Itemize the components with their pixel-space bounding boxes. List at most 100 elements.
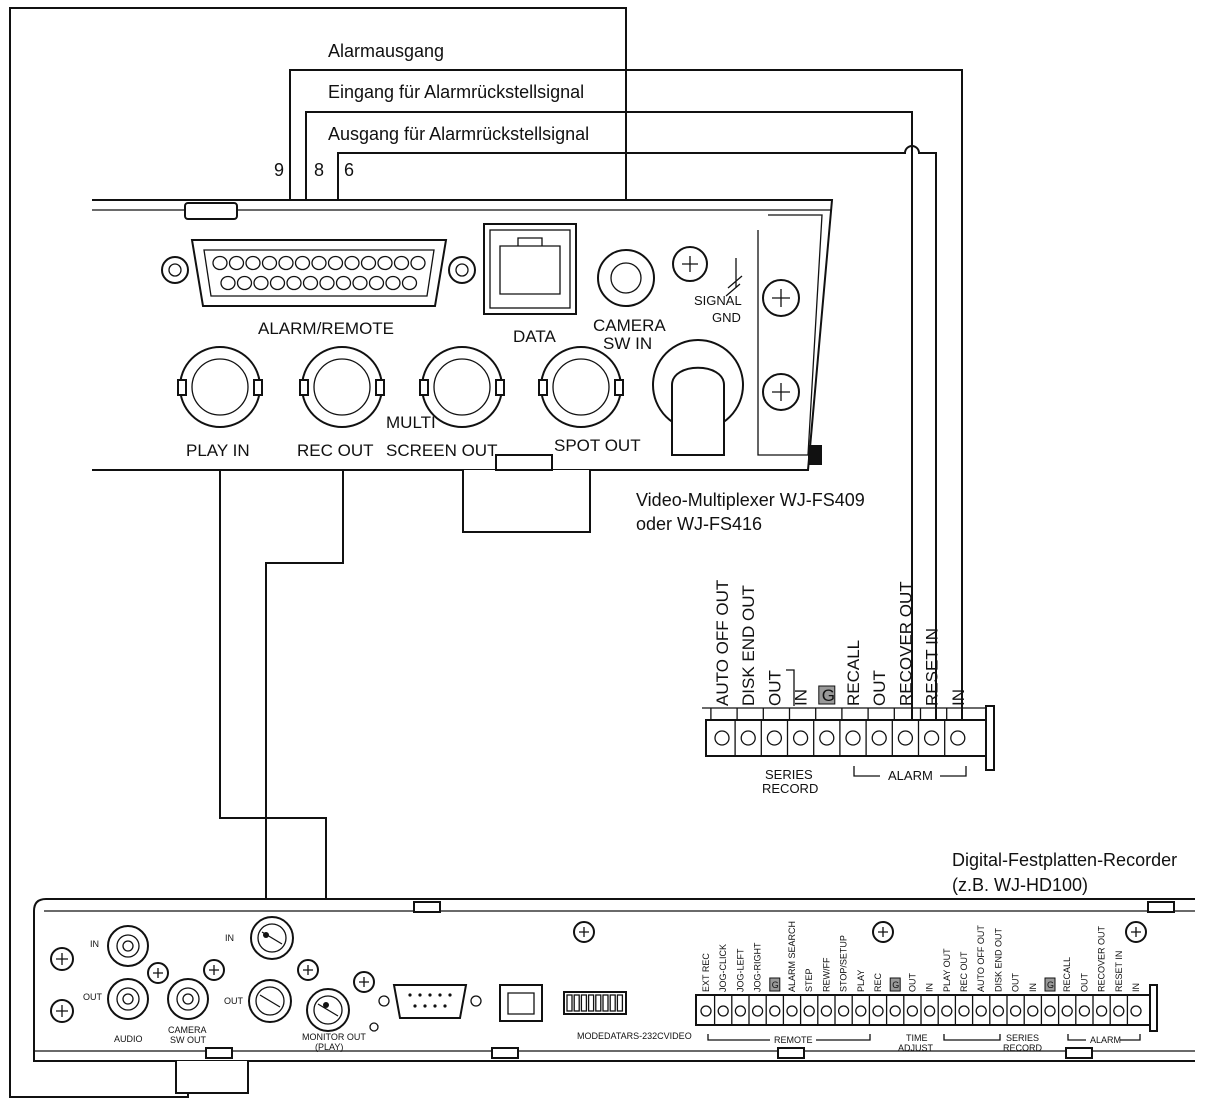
recorder-caption-2: (z.B. WJ-HD100)	[952, 875, 1088, 895]
rec-out-label: REC OUT	[297, 441, 374, 460]
db25-pin	[410, 255, 426, 271]
panel-screw-icon	[872, 921, 894, 943]
db25-pin	[220, 275, 236, 291]
rec-out-bnc[interactable]	[299, 346, 385, 428]
video-in-label: IN	[225, 933, 234, 943]
recorder-terminal-label: RECOVER OUT	[1097, 925, 1107, 992]
spot-out-label: SPOT OUT	[554, 436, 641, 455]
recorder-terminal-screw[interactable]	[958, 1005, 970, 1017]
recorder-terminal-label: EXT REC	[701, 953, 711, 992]
recorder-terminal-screw[interactable]	[837, 1005, 850, 1017]
power-cord-icon	[652, 339, 744, 456]
mode-dip-switch[interactable]	[563, 991, 627, 1015]
db25-pin	[368, 275, 385, 291]
camera-sw-out-jack[interactable]	[167, 978, 209, 1020]
panel-screw-icon	[50, 999, 74, 1023]
video-out-bnc[interactable]	[248, 979, 292, 1023]
audio-in-jack[interactable]	[107, 925, 149, 967]
recorder-terminal-screw[interactable]	[1044, 1005, 1056, 1017]
terminal-screw[interactable]	[871, 730, 887, 746]
panel-screw-icon	[1125, 921, 1147, 943]
terminal-screw[interactable]	[792, 730, 809, 746]
recorder-terminal-label: AUTO OFF OUT	[976, 925, 986, 992]
monitor-out-bnc[interactable]	[306, 988, 350, 1032]
recorder-terminal-screw[interactable]	[751, 1005, 764, 1017]
recorder-terminal-screw[interactable]	[1095, 1005, 1108, 1017]
multiplexer-caption-2: oder WJ-FS416	[636, 514, 762, 534]
recorder-terminal-screw[interactable]	[1130, 1005, 1142, 1017]
recorder-terminal-screw[interactable]	[941, 1005, 953, 1017]
spot-out-bnc[interactable]	[538, 346, 624, 428]
recorder-terminal-screw[interactable]	[1078, 1005, 1091, 1017]
terminal-screw[interactable]	[923, 730, 940, 746]
recorder-terminal-screw[interactable]	[820, 1005, 833, 1017]
rec-alarm-label: ALARM	[1090, 1035, 1121, 1045]
recorder-terminal-label: PLAY OUT	[942, 948, 952, 992]
signal-gnd-screw[interactable]	[672, 246, 743, 297]
alarm-remote-connector[interactable]	[161, 239, 476, 307]
recorder-terminal-screw[interactable]	[734, 1005, 747, 1017]
ground-terminal-marker	[769, 977, 781, 992]
rec-series-1: SERIES	[1006, 1033, 1039, 1043]
recorder-terminal-screw[interactable]	[975, 1005, 987, 1017]
recorder-terminal-screw[interactable]	[803, 1005, 815, 1017]
audio-out-jack[interactable]	[107, 978, 149, 1020]
recorder-terminal-screw[interactable]	[923, 1005, 936, 1017]
rec-time-adjust-1: TIME	[906, 1033, 928, 1043]
recorder-terminal-screw[interactable]	[992, 1005, 1005, 1017]
multi-screen-out-bnc[interactable]	[419, 346, 505, 428]
terminal-screw[interactable]	[714, 730, 730, 746]
db25-pin	[302, 275, 319, 291]
recorder-terminal-screw[interactable]	[1113, 1005, 1125, 1017]
db25-pin	[236, 275, 253, 291]
terminal-screw[interactable]	[819, 730, 835, 746]
recorder-terminal-label: REW/FF	[821, 957, 831, 992]
terminal-label: RECALL	[844, 640, 863, 706]
recorder-terminal-screw[interactable]	[872, 1005, 884, 1017]
ground-terminal-marker	[818, 685, 836, 705]
video-out-label: OUT	[224, 996, 244, 1006]
recorder-terminal-screw[interactable]	[906, 1005, 919, 1017]
recorder-terminal-screw[interactable]	[786, 1005, 798, 1017]
db25-pin	[311, 255, 327, 271]
terminal-label: DISK END OUT	[739, 585, 758, 706]
recorder-terminal-screw[interactable]	[1009, 1005, 1022, 1017]
multi-screen-out-label-2: SCREEN OUT	[386, 441, 497, 460]
video-in-bnc[interactable]	[250, 916, 294, 960]
recorder-terminal-label: G	[772, 980, 779, 990]
rs232c-connector[interactable]	[378, 984, 482, 1019]
db25-pin	[286, 275, 302, 291]
camera-sw-in-jack[interactable]	[597, 249, 655, 307]
terminal-screw[interactable]	[845, 730, 861, 746]
tb-series-label-2: RECORD	[762, 781, 818, 796]
recorder-data-jack[interactable]	[499, 984, 543, 1022]
recorder-terminal-screw[interactable]	[769, 1005, 781, 1017]
multi-screen-out-label-1: MULTI	[386, 413, 436, 432]
db25-pin	[352, 275, 368, 291]
rec-out-wire	[265, 395, 344, 935]
recorder-terminal-label: JOG-RIGHT	[753, 942, 763, 992]
play-in-bnc[interactable]	[177, 346, 263, 428]
db25-pin	[401, 275, 418, 291]
rec-series-2: RECORD	[1003, 1043, 1043, 1053]
recorder-terminal-screw[interactable]	[889, 1005, 901, 1017]
terminal-screw[interactable]	[740, 730, 756, 746]
recorder-terminal-screw[interactable]	[855, 1005, 867, 1017]
recorder-terminal-screw[interactable]	[700, 1005, 712, 1017]
panel-screw-icon	[50, 947, 74, 971]
terminal-label: AUTO OFF OUT	[713, 580, 732, 706]
terminal-screw[interactable]	[766, 730, 783, 746]
recorder-terminal-label: REC OUT	[959, 951, 969, 992]
recorder-terminal-screw[interactable]	[717, 1005, 729, 1017]
recorder-terminal-label: RECALL	[1062, 957, 1072, 992]
recorder-terminal-screw[interactable]	[1027, 1005, 1039, 1017]
terminal-screw[interactable]	[950, 730, 966, 746]
data-jack[interactable]	[483, 223, 577, 315]
panel-screw-icon	[573, 921, 595, 943]
panel-screw-icon	[762, 373, 800, 411]
terminal-screw[interactable]	[897, 730, 914, 746]
recorder-terminal-screw[interactable]	[1061, 1005, 1073, 1017]
ground-terminal-marker	[889, 977, 901, 992]
reset-input-wire	[305, 111, 913, 735]
